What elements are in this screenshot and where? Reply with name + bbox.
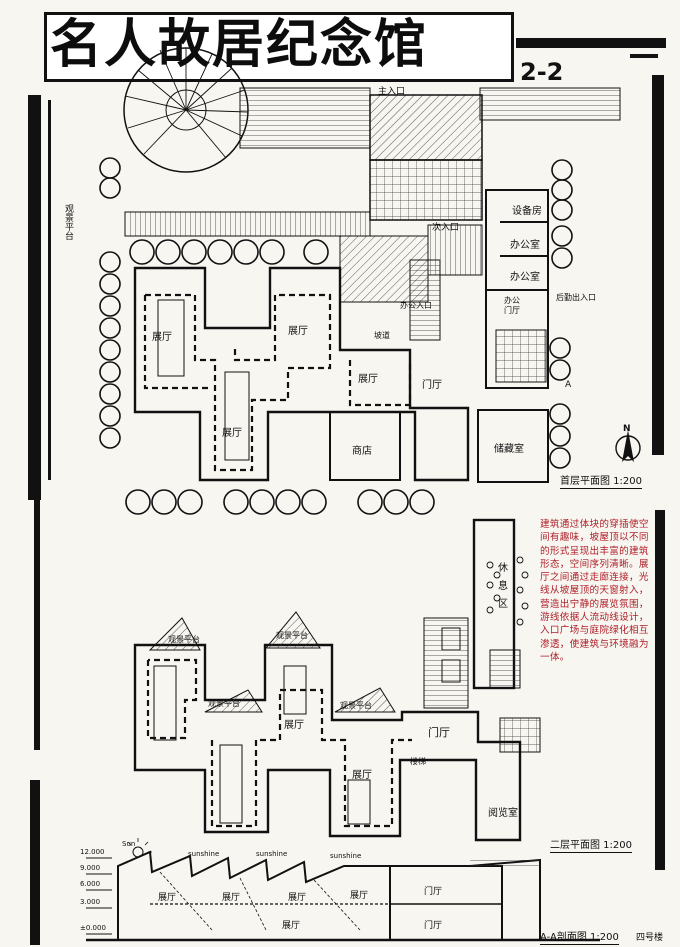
label-rest-area: 休息区 xyxy=(498,563,508,610)
level-12: 12.000 xyxy=(80,848,105,856)
label-office-2: 办公室 xyxy=(510,272,540,283)
label-viewing-deck: 观景平台 xyxy=(63,204,73,240)
label-sunshine-3: sunshine xyxy=(330,852,362,860)
label-upper-deck-1: 观景平台 xyxy=(168,635,200,644)
signature: 四号楼 xyxy=(636,933,664,943)
title-box xyxy=(44,12,514,82)
label-main-entrance: 主入口 xyxy=(378,87,406,97)
frame-bars xyxy=(28,38,666,945)
label-hall-small: 展厅 xyxy=(358,374,378,385)
label-logistics-entrance: 后勤出入口 xyxy=(556,293,596,302)
label-hall-left: 展厅 xyxy=(152,332,172,343)
label-upper-deck-2: 观景平台 xyxy=(276,631,308,640)
label-section-hall-2: 展厅 xyxy=(222,893,241,903)
label-upper-hall-b: 展厅 xyxy=(352,770,372,781)
sheet-number: 2-2 xyxy=(520,58,564,86)
section-marker-a: A xyxy=(565,380,572,390)
level-3: 3.000 xyxy=(80,898,101,906)
level-6: 6.000 xyxy=(80,880,101,888)
label-office-1: 办公室 xyxy=(510,240,540,251)
label-sunshine-1: sunshine xyxy=(188,850,220,858)
label-equipment-room: 设备房 xyxy=(512,206,542,217)
section-a-a xyxy=(86,838,600,942)
label-section-hall-1: 展厅 xyxy=(158,893,177,903)
label-upper-stair: 楼梯 xyxy=(410,757,426,766)
label-upper-deck-3: 观景平台 xyxy=(208,699,240,708)
label-shop: 商店 xyxy=(352,446,372,457)
label-reading-room: 阅览室 xyxy=(488,808,518,819)
sheet-title: 名人故居纪念馆 xyxy=(50,14,429,75)
label-office-lobby: 办公门厅 xyxy=(504,296,520,315)
upper-floor-plan xyxy=(133,518,541,842)
label-sun: Sun xyxy=(122,840,136,848)
label-office-entrance-arrow: 办公入口 xyxy=(400,301,432,310)
label-hall-mid: 展厅 xyxy=(288,326,308,337)
label-hall-bottom: 展厅 xyxy=(222,428,242,439)
label-lobby: 门厅 xyxy=(422,380,442,391)
section-caption: A-A剖面图 1:200 xyxy=(540,928,619,945)
level-9: 9.000 xyxy=(80,864,101,872)
level-0: ±0.000 xyxy=(80,924,106,932)
label-section-hall-3: 展厅 xyxy=(288,893,307,903)
label-upper-lobby: 门厅 xyxy=(428,726,450,739)
label-ramp: 坡道 xyxy=(374,331,390,340)
north-label: N xyxy=(623,424,631,434)
label-section-lobby-upper: 门厅 xyxy=(424,887,443,897)
label-sunshine-2: sunshine xyxy=(256,850,288,858)
label-storage: 储藏室 xyxy=(494,444,524,455)
upper-floor-caption: 二层平面图 1:200 xyxy=(550,836,632,853)
design-note: 建筑通过体块的穿插使空间有趣味，坡屋顶以不同的形式呈现出丰富的建筑形态，空间序列… xyxy=(540,519,649,663)
label-section-hall-4: 展厅 xyxy=(350,891,369,901)
label-section-hall-5: 展厅 xyxy=(282,921,301,931)
label-secondary-entrance: 次入口 xyxy=(432,223,460,233)
ground-floor-plan xyxy=(99,47,641,515)
label-upper-hall-a: 展厅 xyxy=(284,720,304,731)
label-section-lobby-lower: 门厅 xyxy=(424,921,443,931)
ground-floor-caption: 首层平面图 1:200 xyxy=(560,472,642,489)
label-upper-deck-4: 观景平台 xyxy=(340,701,372,710)
